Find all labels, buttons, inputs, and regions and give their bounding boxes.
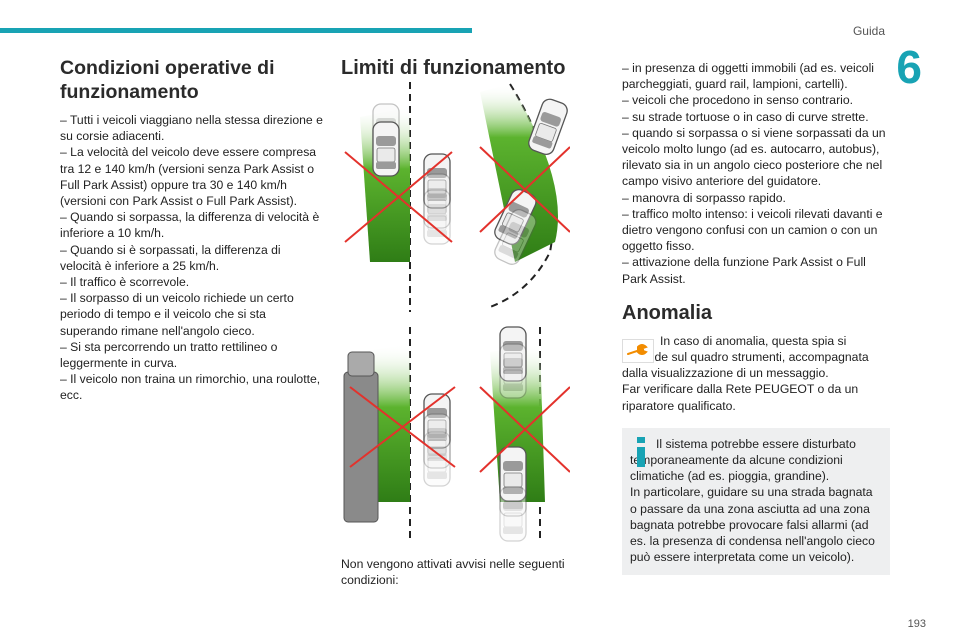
operating-conditions-column: Condizioni operative di funzionamento – … — [60, 56, 325, 404]
limits-caption: Non vengono attivati avvisi nelle seguen… — [341, 557, 565, 588]
limits-and-anomaly-column: – in presenza di oggetti immobili (ad es… — [622, 60, 890, 576]
condition-line: – Il veicolo non traina un rimorchio, un… — [60, 372, 321, 403]
info-text: Il sistema potrebbe essere disturbato te… — [630, 436, 856, 484]
scenario-tight-curve — [479, 83, 570, 308]
limit-line: – manovra di sorpasso rapido. — [622, 190, 786, 205]
info-box: Il sistema potrebbe essere disturbato te… — [622, 427, 890, 576]
limit-line: – in presenza di oggetti immobili (ad es… — [622, 61, 874, 92]
anomaly-block: In caso di anomalia, questa spia si acce… — [622, 333, 890, 414]
condition-line: – Quando si è sorpassati, la differenza … — [60, 242, 281, 273]
blind-spot-limits-illustration — [343, 82, 570, 542]
info-text-2: In particolare, guidare su una strada ba… — [630, 485, 875, 565]
section-title: Guida — [852, 24, 885, 38]
condition-line: – Quando si sorpassa, la differenza di v… — [60, 210, 320, 241]
anomaly-title: Anomalia — [622, 301, 713, 324]
wrench-warning-icon — [622, 338, 654, 363]
info-icon — [637, 436, 645, 467]
condition-line: – Tutti i veicoli viaggiano nella stessa… — [60, 113, 323, 144]
scenario-parked-vehicles — [344, 82, 453, 312]
anomaly-text: In caso di anomalia, questa spia si acce… — [622, 333, 869, 381]
limits-title: Limiti di funzionamento — [341, 57, 566, 79]
condition-line: – Il traffico è scorrevole. — [60, 275, 190, 290]
condition-line: – Il sorpasso di un veicolo richiede un … — [60, 291, 294, 338]
limit-line: – quando si sorpassa o si viene sorpassa… — [622, 125, 886, 189]
operating-conditions-title: Condizioni operative di funzionamento — [60, 57, 275, 103]
scenario-oncoming-traffic — [479, 326, 570, 542]
anomaly-text-2: Far verificare dalla Rete PEUGEOT o da u… — [622, 382, 859, 413]
chapter-number: 6 — [896, 41, 922, 93]
limit-line: – veicoli che procedono in senso contrar… — [622, 93, 854, 108]
limit-line: – su strade tortuose o in caso di curve … — [622, 109, 869, 124]
header-accent-bar — [0, 28, 472, 33]
condition-line: – La velocità del veicolo deve essere co… — [60, 145, 317, 209]
scenario-long-vehicle — [343, 327, 456, 542]
page-number: 193 — [907, 618, 926, 630]
limit-line: – traffico molto intenso: i veicoli rile… — [622, 206, 883, 254]
condition-line: – Si sta percorrendo un tratto rettiline… — [60, 339, 278, 371]
limit-line: – attivazione della funzione Park Assist… — [622, 255, 866, 286]
